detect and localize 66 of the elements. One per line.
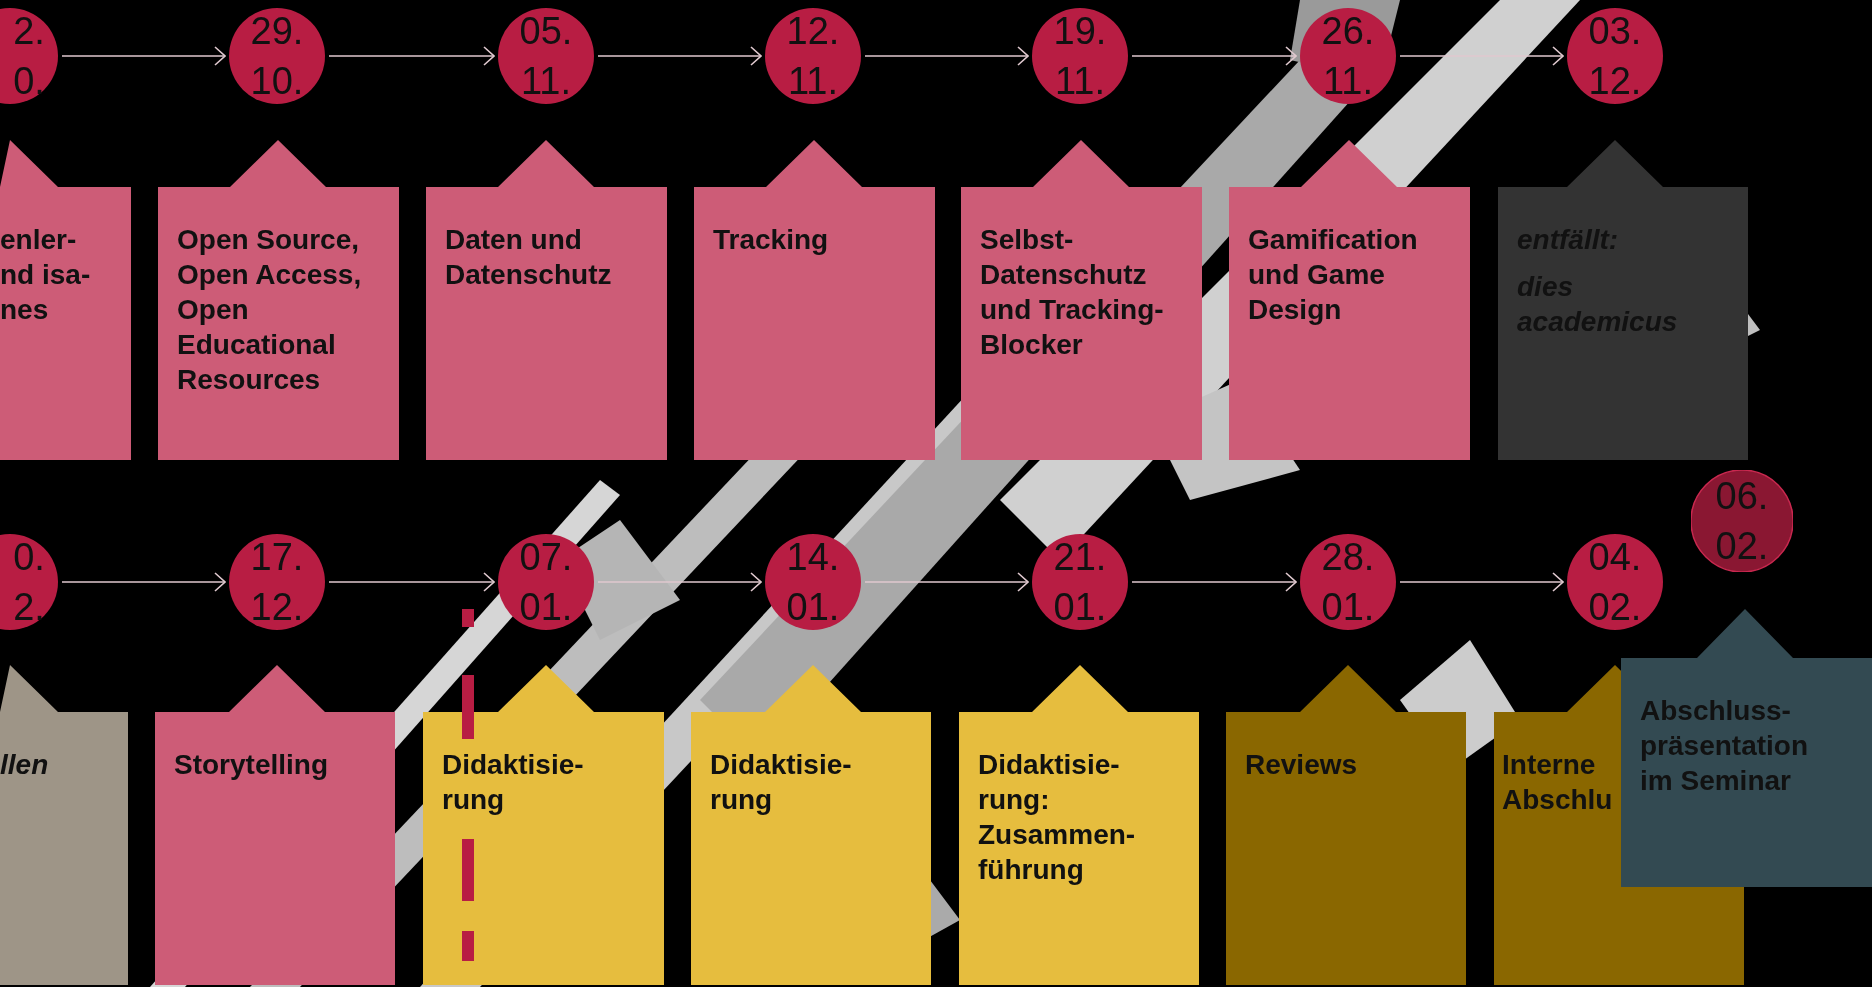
topic-card [158, 140, 399, 460]
arrow [1399, 46, 1564, 66]
topic-text: enler- nd isa- nes [0, 223, 92, 327]
date-label: 04. 02. [1587, 535, 1643, 630]
arrow [864, 46, 1029, 66]
date-circle [229, 8, 325, 104]
arrow [1131, 572, 1297, 592]
arrow [1131, 46, 1297, 66]
topic-text: Didaktisie- rung [442, 748, 585, 817]
topic-text: Reviews [1245, 748, 1359, 782]
date-circle [1567, 534, 1663, 630]
date-label: 21. 01. [1052, 535, 1108, 630]
topic-text: Didaktisie- rung [710, 748, 853, 817]
date-circle [1032, 534, 1128, 630]
arrow [597, 46, 762, 66]
date-label: 19. 11. [1052, 9, 1108, 104]
arrow [61, 572, 226, 592]
date-circle [765, 8, 861, 104]
arrow [61, 46, 226, 66]
topic-text: Gamification und Game Design [1248, 223, 1419, 327]
topic-text: Storytelling [174, 748, 329, 782]
arrow [328, 46, 495, 66]
date-label: 03. 12. [1587, 9, 1643, 104]
topic-card [1226, 665, 1466, 985]
date-circle [498, 534, 594, 630]
topic-text: llen [0, 748, 50, 782]
date-label: 12. 11. [785, 9, 841, 104]
topic-card [691, 665, 931, 985]
topic-card [1229, 140, 1470, 460]
topic-text: Interne Abschlu [1502, 748, 1614, 817]
date-circle [1300, 534, 1396, 630]
arrow [864, 572, 1029, 592]
date-label: 17. 12. [249, 535, 305, 630]
date-circle [1032, 8, 1128, 104]
topic-text: Open Source, Open Access, Open Educational Resources [177, 223, 363, 397]
date-label: 28. 01. [1320, 535, 1376, 630]
date-label: 2. 0. [12, 9, 46, 104]
arrow [328, 572, 495, 592]
topic-card [694, 140, 935, 460]
topic-card [426, 140, 667, 460]
topic-text: Daten und Datenschutz [445, 223, 613, 292]
arrow [597, 572, 762, 592]
topic-text: Didaktisie- rung: Zusammen- führung [978, 748, 1137, 887]
topic-text: Tracking [713, 223, 830, 257]
topic-card [423, 665, 664, 985]
topic-card [961, 140, 1202, 460]
topic-card [0, 665, 128, 985]
arrow [1399, 572, 1564, 592]
date-label: 29. 10. [249, 9, 305, 104]
topic-text: Selbst- Datenschutz und Tracking- Blocker [980, 223, 1165, 362]
date-label: 06. 02. [1714, 474, 1770, 569]
date-circle [765, 534, 861, 630]
topic-card [155, 665, 395, 985]
topic-text: Abschluss- präsentation im Seminar [1640, 694, 1810, 798]
topic-card [0, 140, 131, 460]
date-label: 05. 11. [518, 9, 574, 104]
date-label: 0. 2. [12, 535, 46, 630]
date-circle [1300, 8, 1396, 104]
topic-card [959, 665, 1199, 985]
date-label: 26. 11. [1320, 9, 1376, 104]
date-label: 14. 01. [785, 535, 841, 630]
date-label: 07. 01. [518, 535, 574, 630]
date-circle [1567, 8, 1663, 104]
date-circle [498, 8, 594, 104]
date-circle [229, 534, 325, 630]
topic-card [1498, 140, 1748, 460]
